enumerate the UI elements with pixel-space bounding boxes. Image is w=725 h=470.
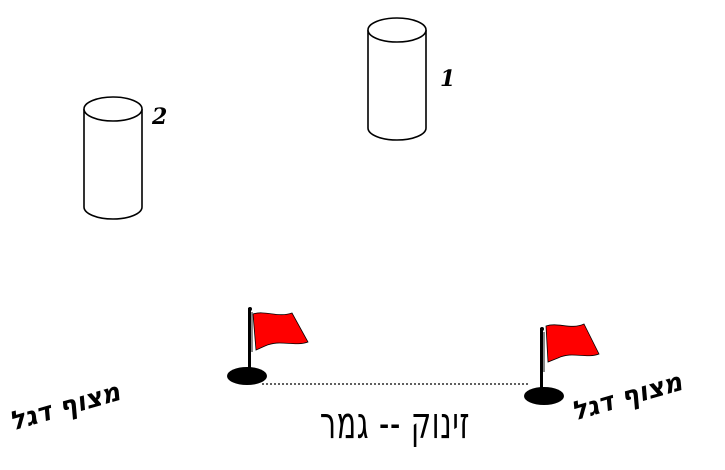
- right-flag-buoy: [524, 323, 600, 405]
- mark-1-cylinder: [367, 17, 427, 141]
- mark-2-label: 2: [152, 104, 168, 130]
- start-finish-label: זינוק -- גמר: [319, 398, 471, 449]
- left-flag-buoy: [227, 307, 309, 385]
- mark-1-label: 1: [440, 66, 456, 92]
- mark-2-cylinder: [83, 96, 143, 220]
